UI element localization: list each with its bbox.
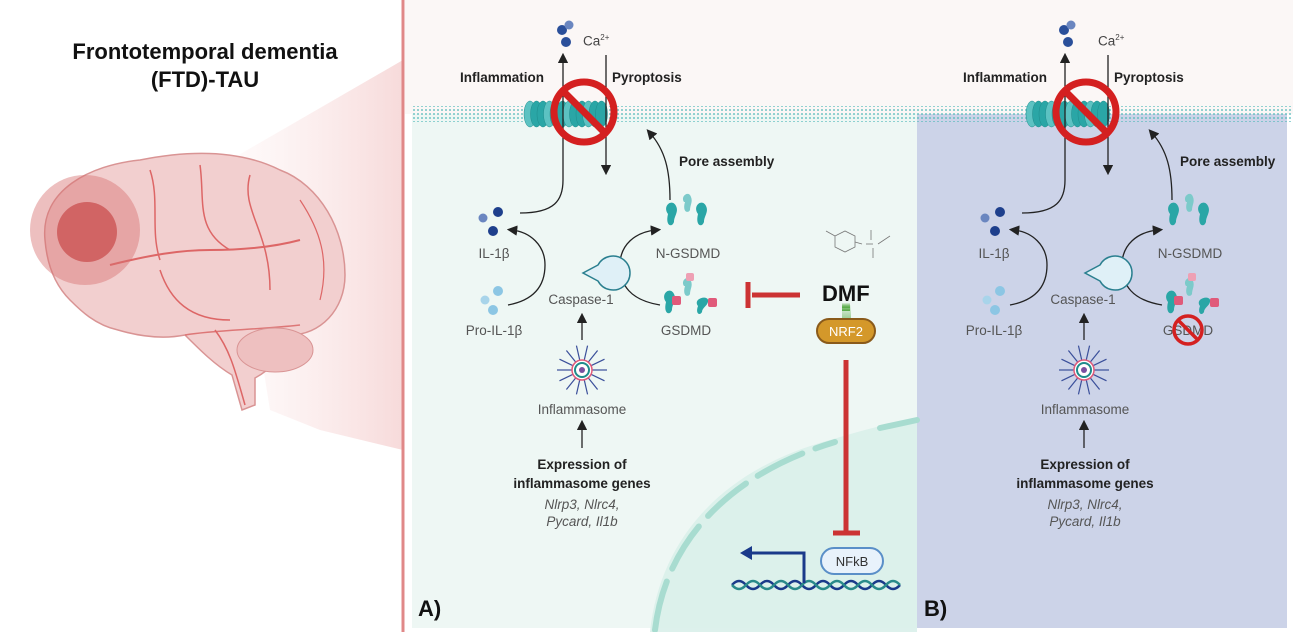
panel-b-expression-label: Expression of inflammasome genes: [1016, 457, 1154, 491]
panel-a-il1b-dot: [493, 207, 503, 217]
transcription-arrowhead: [740, 546, 752, 560]
panel-b-pro-il1b-dot: [995, 286, 1005, 296]
panel-b-released-il1b-dot: [1059, 25, 1069, 35]
panel-a-pathway: [478, 20, 717, 448]
panel-a-n-gsdmd-fragment: [696, 202, 707, 226]
panel-b-pore-prohibited-icon: [1052, 78, 1120, 146]
dmf-label: DMF: [822, 281, 870, 306]
panel-b-inflammasome-label: Inflammasome: [1040, 402, 1130, 417]
panel-b-pyroptosis-label: Pyroptosis: [1114, 70, 1184, 85]
panel-a-released-il1b-dot: [557, 25, 567, 35]
title-line-1: Frontotemporal dementia: [72, 39, 338, 64]
panel-b-gsdmd-cterm: [1188, 273, 1196, 281]
panel-b-caspase-label: Caspase-1: [1050, 292, 1116, 307]
panel-a-il1b-dot: [478, 213, 488, 223]
nfkb-badge: NFkB: [820, 547, 884, 575]
panel-b-pathway: [980, 20, 1219, 448]
panel-b-ion-label: Ca2+: [1098, 33, 1125, 49]
panel-b-n-gsdmd-label: N-GSDMD: [1157, 246, 1223, 261]
panel-b-inflammation-label: Inflammation: [963, 70, 1048, 85]
nrf2-badge: NRF2: [816, 318, 876, 344]
panel-b-n-gsdmd-fragment: [1184, 193, 1194, 212]
panel-a-inflammasome-label: Inflammasome: [537, 402, 627, 417]
panel-a-expression-label: Expression of inflammasome genes: [513, 457, 651, 491]
panel-a-letter: A): [418, 596, 442, 621]
dna-helix: [731, 579, 901, 591]
panel-a-caspase-label: Caspase-1: [548, 292, 614, 307]
panel-b-pore-assembly-label: Pore assembly: [1180, 154, 1276, 169]
panel-b-gsdmd-protein: [1184, 277, 1194, 296]
panel-a-inflammation-label: Inflammation: [460, 70, 545, 85]
panel-a-gsdmd-cterm: [672, 296, 681, 305]
panel-a-gsdmd-cterm: [686, 273, 694, 281]
panel-a-pro-il1b-dot: [493, 286, 503, 296]
panel-a-genes-label: Nlrp3, Nlrc4, Pycard, Il1b: [544, 497, 620, 529]
panel-a-released-il1b-dot: [564, 20, 574, 30]
panel-b-gsdmd-protein: [1166, 290, 1177, 314]
figure-title: Frontotemporal dementia (FTD)-TAU: [0, 38, 410, 94]
affected-region-inner: [57, 202, 117, 262]
extracellular-space: [405, 0, 1293, 114]
panel-a-released-il1b-dot: [561, 37, 571, 47]
panel-a-il1b-label: IL-1β: [478, 246, 510, 261]
panel-a-cleavage-arrow-il1b: [506, 225, 546, 306]
panel-a-gsdmd-protein: [696, 297, 709, 314]
gsdmd-prohibited-icon: [1172, 314, 1204, 346]
panel-b-il1b-label: IL-1β: [978, 246, 1010, 261]
panel-b-letter: B): [924, 596, 948, 621]
panel-b-gsdmd-protein: [1198, 297, 1211, 314]
panel-a-pyroptosis-label: Pyroptosis: [612, 70, 682, 85]
panel-b-caspase-icon: [1083, 255, 1133, 291]
panel-b-pro-il1b-dot: [990, 305, 1000, 315]
panel-b-inflammasome-icon: [1059, 345, 1109, 395]
panel-a-il1b-dot: [488, 226, 498, 236]
panel-b-genes-label: Nlrp3, Nlrc4, Pycard, Il1b: [1047, 497, 1123, 529]
panel-b-gsdmd-cterm: [1210, 298, 1219, 307]
panel-b-il1b-release-arrow: [1021, 52, 1071, 214]
brain-illustration: [30, 152, 346, 411]
panel-a-pro-il1b-dot: [488, 305, 498, 315]
transcription-arrow: [750, 551, 806, 583]
panel-b-il1b-dot: [995, 207, 1005, 217]
panel-b-pore-assembly-arrow: [1148, 129, 1173, 201]
cytoplasm-b: [917, 114, 1287, 628]
panel-a-caspase-icon: [581, 255, 631, 291]
panel-b-gsdmd-cterm: [1174, 296, 1183, 305]
panel-b-cleavage-arrow-il1b: [1008, 225, 1048, 306]
panel-a-n-gsdmd-fragment: [666, 202, 677, 226]
panel-b-il1b-dot: [990, 226, 1000, 236]
title-line-2: (FTD)-TAU: [150, 67, 260, 92]
panel-b-released-il1b-dot: [1063, 37, 1073, 47]
panel-a-gsdmd-protein: [664, 290, 675, 314]
panel-a-pore-assembly-label: Pore assembly: [679, 154, 775, 169]
panel-a-inflammasome-icon: [557, 345, 607, 395]
panel-a-il1b-release-arrow: [519, 52, 569, 214]
panel-b-pro-il1b-label: Pro-IL-1β: [965, 323, 1023, 338]
panel-a-gsdmd-label: GSDMD: [660, 323, 712, 338]
panel-a-ion-label: Ca2+: [583, 33, 610, 49]
panel-a-pore-prohibited-icon: [550, 78, 618, 146]
dmf-chemical-structure: [825, 230, 891, 258]
nucleus: [650, 417, 920, 632]
panel-a-gsdmd-cterm: [708, 298, 717, 307]
panel-b-n-gsdmd-fragment: [1198, 202, 1209, 226]
panel-a-n-gsdmd-label: N-GSDMD: [655, 246, 721, 261]
panel-b-n-gsdmd-fragment: [1168, 202, 1179, 226]
panel-a-gsdmd-protein: [682, 277, 692, 296]
panel-b-pro-il1b-dot: [982, 295, 992, 305]
panel-a-n-gsdmd-fragment: [682, 193, 692, 212]
panel-b-il1b-dot: [980, 213, 990, 223]
panel-b-released-il1b-dot: [1066, 20, 1076, 30]
panel-a-pro-il1b-dot: [480, 295, 490, 305]
panel-a-pro-il1b-label: Pro-IL-1β: [465, 323, 523, 338]
panel-a-pore-assembly-arrow: [646, 129, 671, 201]
